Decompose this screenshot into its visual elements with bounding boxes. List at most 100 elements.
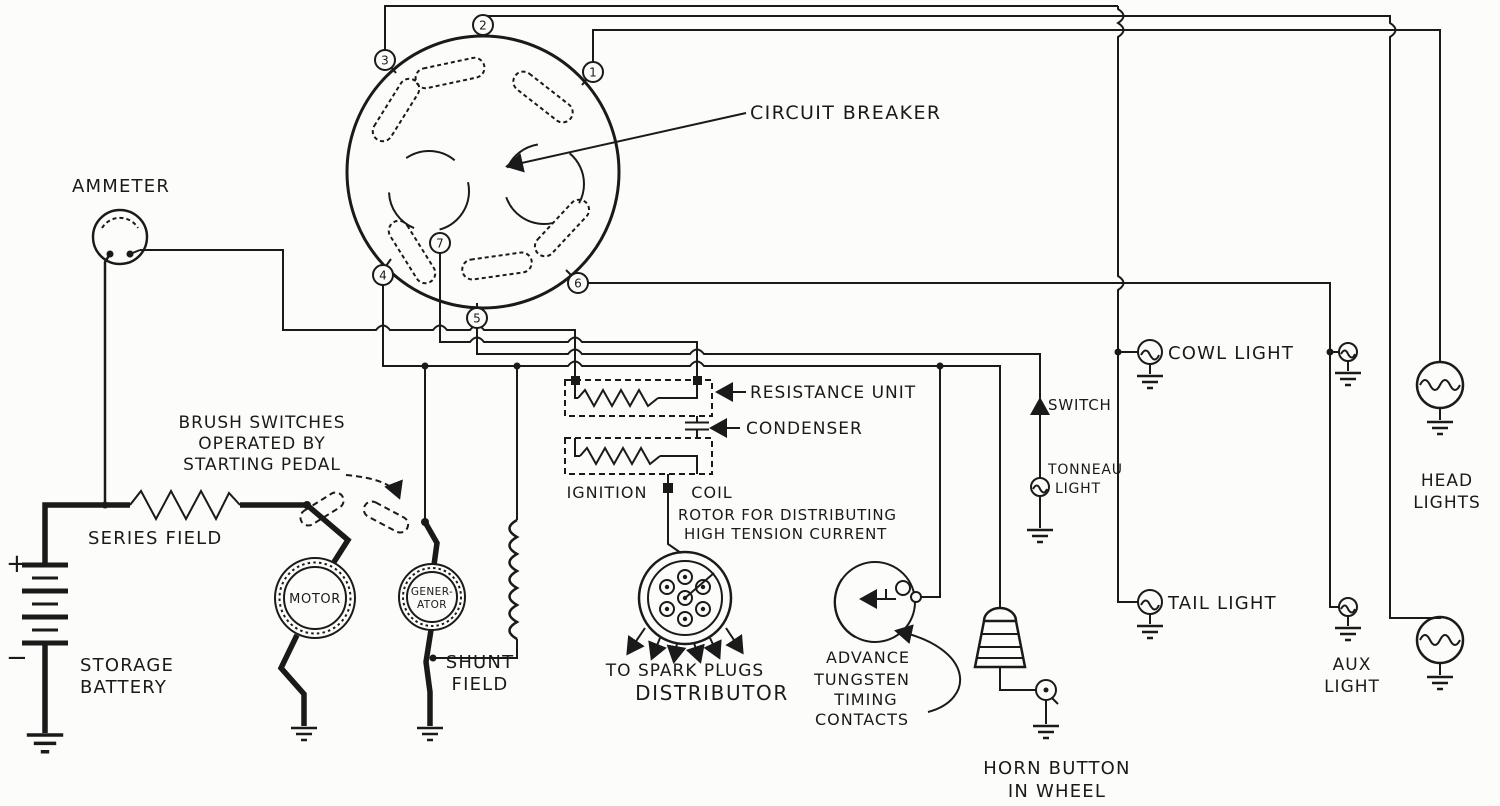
horn-ridges bbox=[976, 633, 1024, 659]
wire-horn-to-button bbox=[999, 667, 1036, 691]
tail-light: TAIL LIGHT bbox=[1137, 589, 1276, 624]
terminal-4-number: 4 bbox=[379, 269, 387, 283]
coil-internal-links bbox=[574, 385, 698, 483]
tonneau-filament bbox=[1032, 484, 1048, 494]
generator-label-1: GENER- bbox=[411, 586, 453, 598]
wire-light-column bbox=[1116, 6, 1138, 603]
field-coils bbox=[371, 56, 591, 285]
advance-terminal bbox=[910, 591, 922, 603]
tail-filament bbox=[1140, 599, 1160, 611]
motor-ground-arm bbox=[277, 633, 307, 726]
terminal-2: 2 bbox=[472, 14, 494, 36]
cowl-lamp-icon bbox=[1137, 339, 1163, 365]
terminal-2-number: 2 bbox=[479, 19, 487, 33]
cowl-light-label: COWL LIGHT bbox=[1168, 343, 1294, 364]
motor-brush-arm bbox=[305, 502, 352, 564]
brush-label-2: OPERATED BY bbox=[198, 434, 326, 454]
ground-icon bbox=[1137, 624, 1163, 640]
shunt-label-2: FIELD bbox=[452, 674, 509, 695]
hightension-terminal bbox=[663, 483, 673, 493]
horn-dome bbox=[982, 606, 1018, 622]
advance-label: ADVANCE bbox=[826, 648, 910, 667]
tonneau-lamp-icon bbox=[1030, 477, 1050, 497]
distributor-label: DISTRIBUTOR bbox=[635, 681, 789, 705]
condenser-label: CONDENSER bbox=[746, 419, 863, 439]
wire-shunt-return bbox=[433, 639, 518, 659]
headlight-bottom-filament bbox=[1419, 634, 1461, 646]
resistance-unit-label: RESISTANCE UNIT bbox=[750, 383, 916, 403]
ammeter-right-lead bbox=[129, 249, 141, 255]
coil-terminal-left bbox=[571, 376, 580, 385]
series-field-winding bbox=[129, 488, 241, 522]
tail-lamp-icon bbox=[1137, 589, 1163, 615]
motor-commutator-ring bbox=[278, 561, 352, 635]
brush-label-1: BRUSH SWITCHES bbox=[178, 413, 345, 433]
headlight-top-filament bbox=[1419, 379, 1461, 391]
ignition-label: IGNITION bbox=[567, 483, 648, 502]
coil-label: COIL bbox=[691, 483, 732, 502]
battery-plus-sign: + bbox=[6, 549, 29, 579]
generator: GENER- ATOR bbox=[398, 563, 466, 631]
ground-icon bbox=[1137, 374, 1163, 390]
coil-terminal-right bbox=[693, 376, 702, 385]
switch-label: SWITCH bbox=[1048, 396, 1112, 414]
timing-label: TIMING bbox=[833, 690, 897, 709]
wire-ammeter-left bbox=[103, 253, 112, 503]
shunt-field-winding bbox=[508, 518, 520, 641]
ground-icon bbox=[1427, 420, 1453, 436]
pole-shoe-left bbox=[388, 150, 470, 232]
generator-brush-arm bbox=[422, 520, 440, 566]
pedal-pointer bbox=[345, 474, 403, 500]
rotor-label-2: HIGH TENSION CURRENT bbox=[684, 525, 887, 543]
distributor-contacts bbox=[659, 569, 711, 627]
ground-icon bbox=[1335, 626, 1361, 642]
terminal-leads bbox=[385, 35, 588, 308]
wire-ammeter-to-coil bbox=[140, 249, 576, 376]
wire-top-to-lower-headlight bbox=[483, 15, 1441, 619]
horn-bell bbox=[973, 619, 1027, 669]
battery-plates bbox=[22, 562, 68, 646]
head-label-2: LIGHTS bbox=[1413, 493, 1481, 513]
horn-label-2: IN WHEEL bbox=[1008, 781, 1106, 802]
tonneau-light: TONNEAU LIGHT bbox=[1030, 462, 1122, 497]
ground-icon bbox=[1335, 371, 1361, 387]
advance-mechanism: ADVANCE TUNGSTEN TIMING CONTACTS bbox=[813, 561, 962, 729]
horn-button-tail bbox=[1051, 697, 1059, 705]
ammeter-scale bbox=[101, 216, 139, 229]
wire-to-upper-headlight bbox=[592, 29, 1441, 362]
aux-top-filament bbox=[1340, 349, 1356, 359]
condenser-symbol bbox=[685, 416, 709, 438]
to-spark-plugs-label: TO SPARK PLUGS bbox=[605, 661, 764, 681]
wiring-harness bbox=[42, 5, 1441, 733]
head-label-1: HEAD bbox=[1421, 471, 1473, 491]
coil-secondary-case bbox=[564, 437, 713, 475]
wire-top-outer bbox=[384, 5, 1118, 50]
ground-icon bbox=[26, 733, 64, 754]
coil-primary-case bbox=[564, 379, 713, 417]
ground-symbols bbox=[26, 371, 1453, 754]
aux-label-1: AUX bbox=[1333, 655, 1372, 675]
resistance-winding bbox=[577, 387, 659, 409]
head-lights: HEAD LIGHTS bbox=[1413, 360, 1481, 675]
terminal-4: 4 bbox=[372, 264, 394, 286]
terminal-5: 5 bbox=[466, 307, 488, 329]
wire-terminal5-to-switch bbox=[476, 328, 1041, 478]
generator-ground-arm bbox=[423, 629, 434, 726]
spark-plug-arrows bbox=[626, 627, 744, 664]
wire-hightension-lead bbox=[667, 493, 682, 554]
horn-label-1: HORN BUTTON bbox=[983, 758, 1130, 779]
cowl-light: COWL LIGHT bbox=[1137, 339, 1294, 374]
terminal-7-number: 7 bbox=[436, 237, 444, 251]
wire-terminal7-to-coil bbox=[439, 253, 698, 376]
ground-icon bbox=[291, 726, 317, 742]
wire-to-aux-column bbox=[588, 282, 1339, 608]
distributor: TO SPARK PLUGS DISTRIBUTOR bbox=[605, 550, 789, 705]
contacts-pointer bbox=[894, 624, 962, 713]
shunt-label-1: SHUNT bbox=[446, 652, 515, 673]
generator-label-2: ATOR bbox=[417, 599, 447, 611]
terminal-5-number: 5 bbox=[473, 312, 481, 326]
ground-icon bbox=[1427, 675, 1453, 691]
terminal-3-number: 3 bbox=[381, 54, 389, 68]
